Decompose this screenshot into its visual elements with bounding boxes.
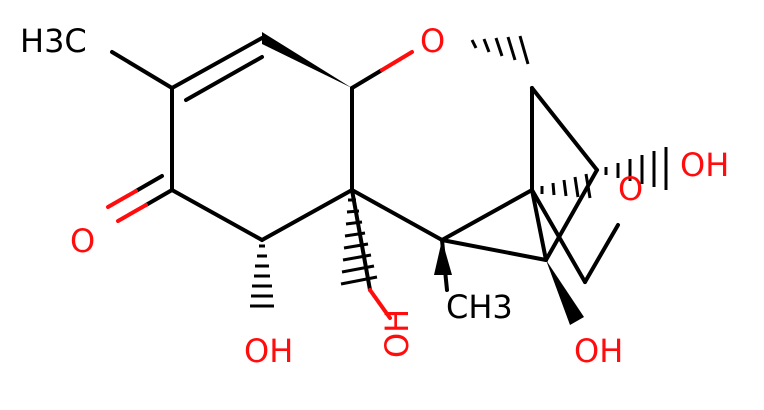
ring-oxygen-label: O [420,22,445,60]
hydroxyl-right-bottom-label: OH [574,332,623,370]
hydroxyl-center-label: OH [378,309,416,358]
hydroxyl-left-label: OH [244,332,293,370]
heteroatom-bonds [106,50,414,320]
epoxide-oxygen-label: O [618,170,643,208]
methyl-top-label: H3C [20,22,87,60]
hydroxyl-right-top-label: OH [680,146,729,184]
methyl-mid-label: CH3 [446,288,513,326]
ketone-oxygen-label: O [70,222,95,260]
wedge-bonds [262,32,584,325]
hashed-bonds [250,35,668,308]
